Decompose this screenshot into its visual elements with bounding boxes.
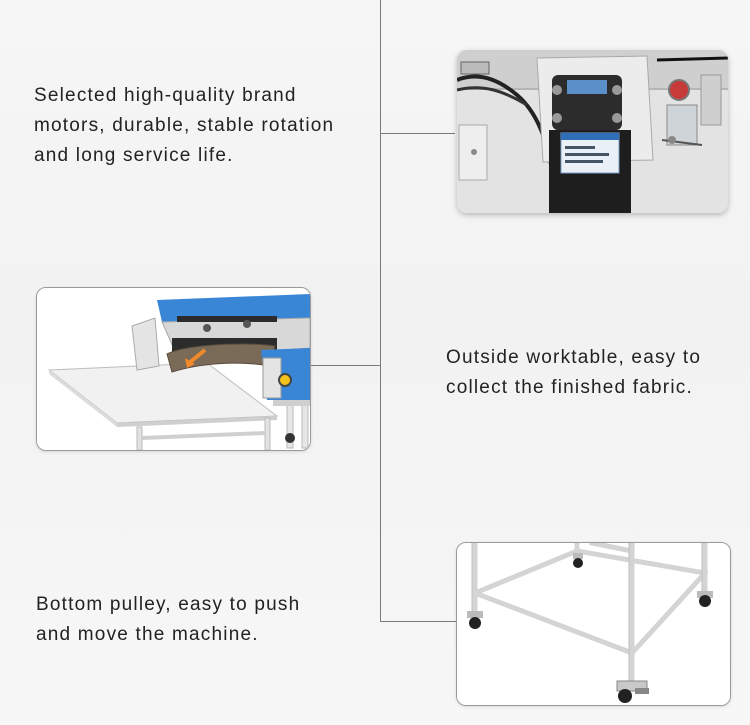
caster-wheels [467, 553, 713, 703]
pulley-caption: Bottom pulley, easy to push and move the… [36, 594, 301, 645]
pulley-photo [456, 542, 731, 706]
worktable-photo [36, 287, 311, 451]
connector-line-worktable [310, 365, 381, 366]
motor-photo [457, 50, 728, 213]
motor-caption: Selected high-quality brand motors, dura… [34, 85, 335, 166]
timeline-vertical-line [380, 0, 381, 622]
connector-line-pulley [380, 621, 457, 622]
connector-line-motor [380, 133, 455, 134]
worktable-caption: Outside worktable, easy to collect the f… [446, 347, 702, 398]
